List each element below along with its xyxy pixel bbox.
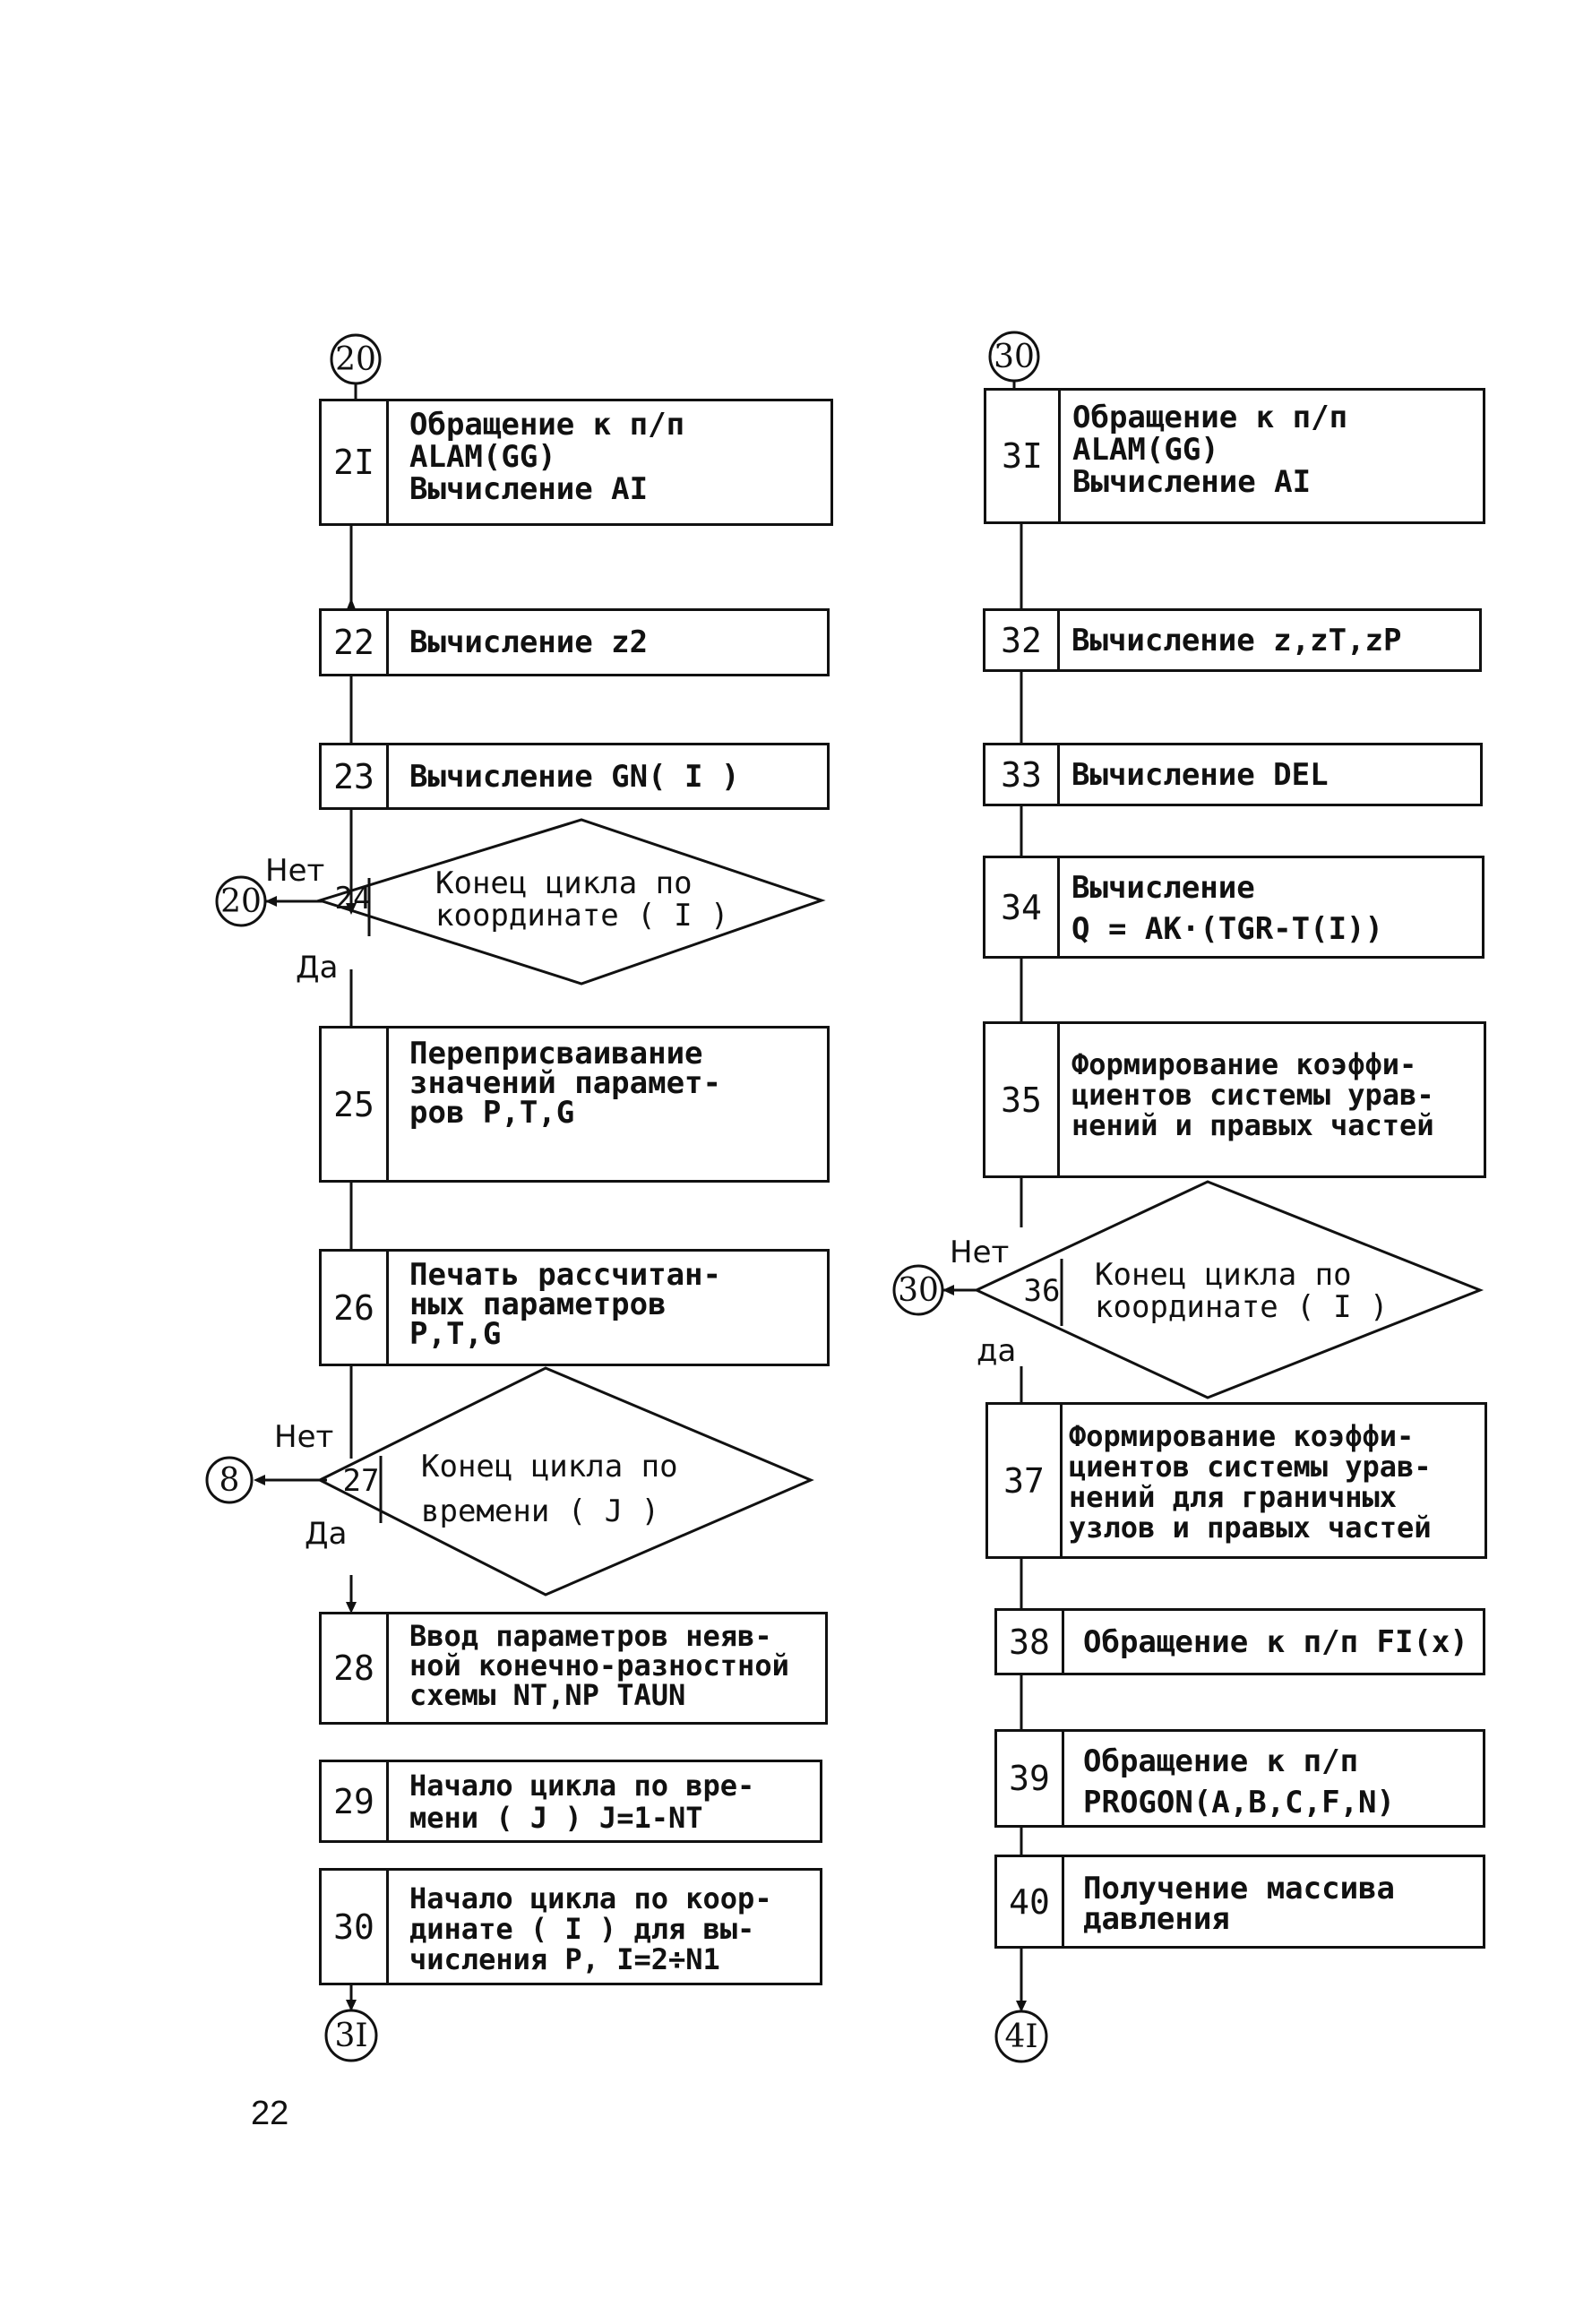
process-block-33: 33 Вычисление DEL (983, 743, 1483, 806)
block-number: 40 (997, 1857, 1064, 1946)
block-text: Печать рассчитан- ных параметров P,T,G (409, 1257, 721, 1352)
decision-text-36: Конец цикла по координате ( I ) (1095, 1257, 1389, 1325)
block-text: Обращение к п/п ALAM(GG) Вычисление AI (409, 407, 685, 507)
decision-text-24: Конец цикла по координате ( I ) (435, 865, 729, 934)
decision-number-36: 36 (1023, 1273, 1061, 1309)
process-block-37: 37 Формирование коэффи- циентов системы … (985, 1402, 1487, 1559)
block-number: 37 (988, 1405, 1063, 1556)
block-text: Обращение к п/п FI(x) (1083, 1623, 1468, 1660)
arrow-head (942, 1285, 954, 1295)
process-block-32: 32 Вычисление z,zT,zP (983, 608, 1482, 672)
block-number: 29 (322, 1762, 389, 1840)
process-block-30: 30 Начало цикла по коор- динате ( I ) дл… (319, 1868, 822, 1985)
arrow-head (1016, 2001, 1027, 2012)
block-number: 26 (322, 1252, 389, 1364)
block-text: Обращение к п/п ALAM(GG) Вычисление AI (1072, 400, 1348, 500)
process-block-35: 35 Формирование коэффи- циентов системы … (983, 1021, 1486, 1178)
block-number: 35 (985, 1024, 1060, 1175)
block-number: 3I (986, 391, 1061, 521)
connector-41: 4I (1004, 2018, 1038, 2055)
label-no: Нет (274, 1419, 334, 1455)
arrow-head (347, 600, 356, 609)
block-number: 39 (997, 1732, 1064, 1825)
block-text: Вычисление GN( I ) (409, 758, 740, 795)
block-number: 22 (322, 611, 389, 674)
block-text: Формирование коэффи- циентов системы ура… (1069, 1419, 1432, 1545)
arrow-head (265, 896, 277, 907)
process-block-28: 28 Ввод параметров неяв- ной конечно-раз… (319, 1612, 828, 1725)
block-text: Вычисление z2 (409, 624, 649, 660)
block-text: Начало цикла по коор- динате ( I ) для в… (409, 1881, 772, 1976)
block-number: 28 (322, 1614, 389, 1722)
arrow-head (346, 903, 357, 915)
decision-diamond-27 (316, 1366, 814, 1597)
decision-number-27: 27 (342, 1463, 380, 1499)
arrow-head (346, 1602, 357, 1614)
process-block-21: 2I Обращение к п/п ALAM(GG) Вычисление A… (319, 399, 833, 526)
connector-circle (988, 331, 1040, 383)
process-block-25: 25 Переприсваивание значений парамет- ро… (319, 1026, 830, 1183)
label-yes: да (977, 1333, 1017, 1369)
block-text: Вычисление z,zT,zP (1071, 622, 1402, 658)
block-text: Переприсваивание значений парамет- ров P… (409, 1036, 721, 1131)
label-yes: Да (296, 950, 339, 986)
process-block-26: 26 Печать рассчитан- ных параметров P,T,… (319, 1249, 830, 1366)
block-text: Вычисление DEL (1071, 756, 1329, 793)
process-block-23: 23 Вычисление GN( I ) (319, 743, 830, 810)
page-number: 22 (251, 2095, 289, 2132)
connector-30-loop: 30 (898, 1271, 939, 1309)
process-block-34: 34 Вычисление Q = AK·(TGR-T(I)) (983, 856, 1484, 959)
block-number: 34 (985, 858, 1060, 956)
block-number: 23 (322, 745, 389, 807)
process-block-22: 22 Вычисление z2 (319, 608, 830, 676)
decision-text-27: Конец цикла по времени ( J ) (421, 1449, 678, 1529)
block-number: 30 (322, 1871, 389, 1983)
block-number: 38 (997, 1611, 1064, 1673)
decision-diamond-24 (314, 818, 826, 986)
block-text: Начало цикла по вре- мени ( J ) J=1-NT (409, 1769, 755, 1835)
process-block-38: 38 Обращение к п/п FI(x) (994, 1608, 1485, 1675)
process-block-39: 39 Обращение к п/п PROGON(A,B,C,F,N) (994, 1729, 1485, 1828)
block-text: Получение массива давления (1083, 1871, 1395, 1937)
connector-31: 3I (334, 2017, 368, 2054)
process-block-31: 3I Обращение к п/п ALAM(GG) Вычисление A… (984, 388, 1485, 524)
connector-circle (205, 1456, 254, 1504)
label-no: Нет (950, 1235, 1010, 1270)
process-block-29: 29 Начало цикла по вре- мени ( J ) J=1-N… (319, 1760, 822, 1843)
block-text: Обращение к п/п PROGON(A,B,C,F,N) (1083, 1743, 1395, 1820)
block-text: Вычисление Q = AK·(TGR-T(I)) (1071, 870, 1383, 947)
connector-8: 8 (219, 1461, 240, 1499)
connector-30-top: 30 (994, 338, 1035, 375)
connector-20-top: 20 (335, 340, 376, 378)
block-number: 32 (985, 611, 1060, 669)
arrow-head (346, 2000, 357, 2011)
label-yes: Да (305, 1516, 348, 1552)
process-block-40: 40 Получение массива давления (994, 1855, 1485, 1949)
decision-number-24: 24 (334, 881, 372, 917)
connector-20-loop: 20 (220, 882, 262, 920)
block-number: 25 (322, 1029, 389, 1180)
block-text: Формирование коэффи- циентов системы ура… (1071, 1047, 1434, 1142)
decision-diamond-36 (973, 1180, 1484, 1399)
label-no: Нет (265, 853, 325, 889)
block-number: 33 (985, 745, 1060, 804)
arrow-head (254, 1475, 265, 1485)
connector-circle (330, 333, 382, 385)
block-number: 2I (322, 401, 389, 523)
block-text: Ввод параметров неяв- ной конечно-разнос… (409, 1619, 789, 1712)
